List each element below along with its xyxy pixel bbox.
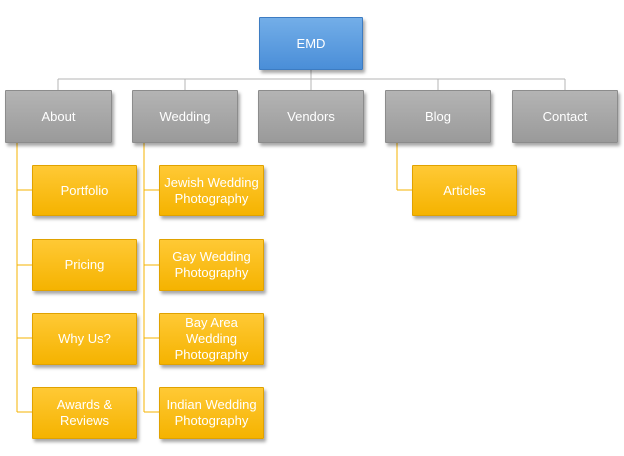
node-indian-wedding[interactable]: Indian Wedding Photography — [159, 387, 264, 439]
node-bay-area-wedding-label: Bay Area Wedding Photography — [174, 315, 249, 362]
node-gay-wedding-label: Gay Wedding Photography — [172, 249, 251, 280]
node-pricing-label: Pricing — [64, 257, 105, 272]
node-awards-reviews[interactable]: Awards & Reviews — [32, 387, 137, 439]
node-blog[interactable]: Blog — [385, 90, 491, 143]
node-root-label: EMD — [296, 35, 326, 51]
node-articles-label: Articles — [443, 182, 486, 198]
node-portfolio[interactable]: Portfolio — [32, 165, 137, 216]
node-awards-reviews-label: Awards & Reviews — [56, 397, 113, 428]
node-portfolio-label: Portfolio — [60, 182, 109, 198]
node-blog-label: Blog — [424, 108, 452, 124]
node-articles[interactable]: Articles — [412, 165, 517, 216]
node-vendors-label: Vendors — [287, 108, 335, 124]
node-pricing[interactable]: Pricing — [32, 239, 137, 291]
node-gay-wedding[interactable]: Gay Wedding Photography — [159, 239, 264, 291]
node-wedding-label: Wedding — [159, 108, 211, 124]
node-about[interactable]: About — [5, 90, 112, 143]
node-bay-area-wedding[interactable]: Bay Area Wedding Photography — [159, 313, 264, 365]
node-jewish-wedding-label: Jewish Wedding Photography — [164, 174, 259, 206]
node-jewish-wedding[interactable]: Jewish Wedding Photography — [159, 165, 264, 216]
node-indian-wedding-label: Indian Wedding Photography — [166, 397, 257, 428]
node-root[interactable]: EMD — [259, 17, 363, 70]
node-why-us[interactable]: Why Us? — [32, 313, 137, 365]
node-about-label: About — [41, 108, 76, 124]
node-contact[interactable]: Contact — [512, 90, 618, 143]
node-vendors[interactable]: Vendors — [258, 90, 364, 143]
node-why-us-label: Why Us? — [58, 331, 111, 346]
node-wedding[interactable]: Wedding — [132, 90, 238, 143]
node-contact-label: Contact — [542, 108, 588, 124]
